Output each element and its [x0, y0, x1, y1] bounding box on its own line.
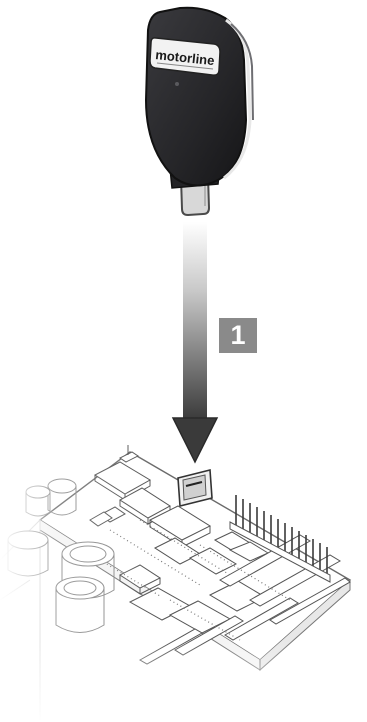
usb-socket [177, 468, 213, 508]
programming-key-icon: motorline [144, 6, 254, 217]
step-number-badge: 1 [219, 318, 257, 353]
insert-arrow [171, 222, 219, 464]
bottom-fade [0, 640, 367, 722]
pin-header [235, 495, 328, 577]
brand-label: motorline [155, 47, 215, 68]
